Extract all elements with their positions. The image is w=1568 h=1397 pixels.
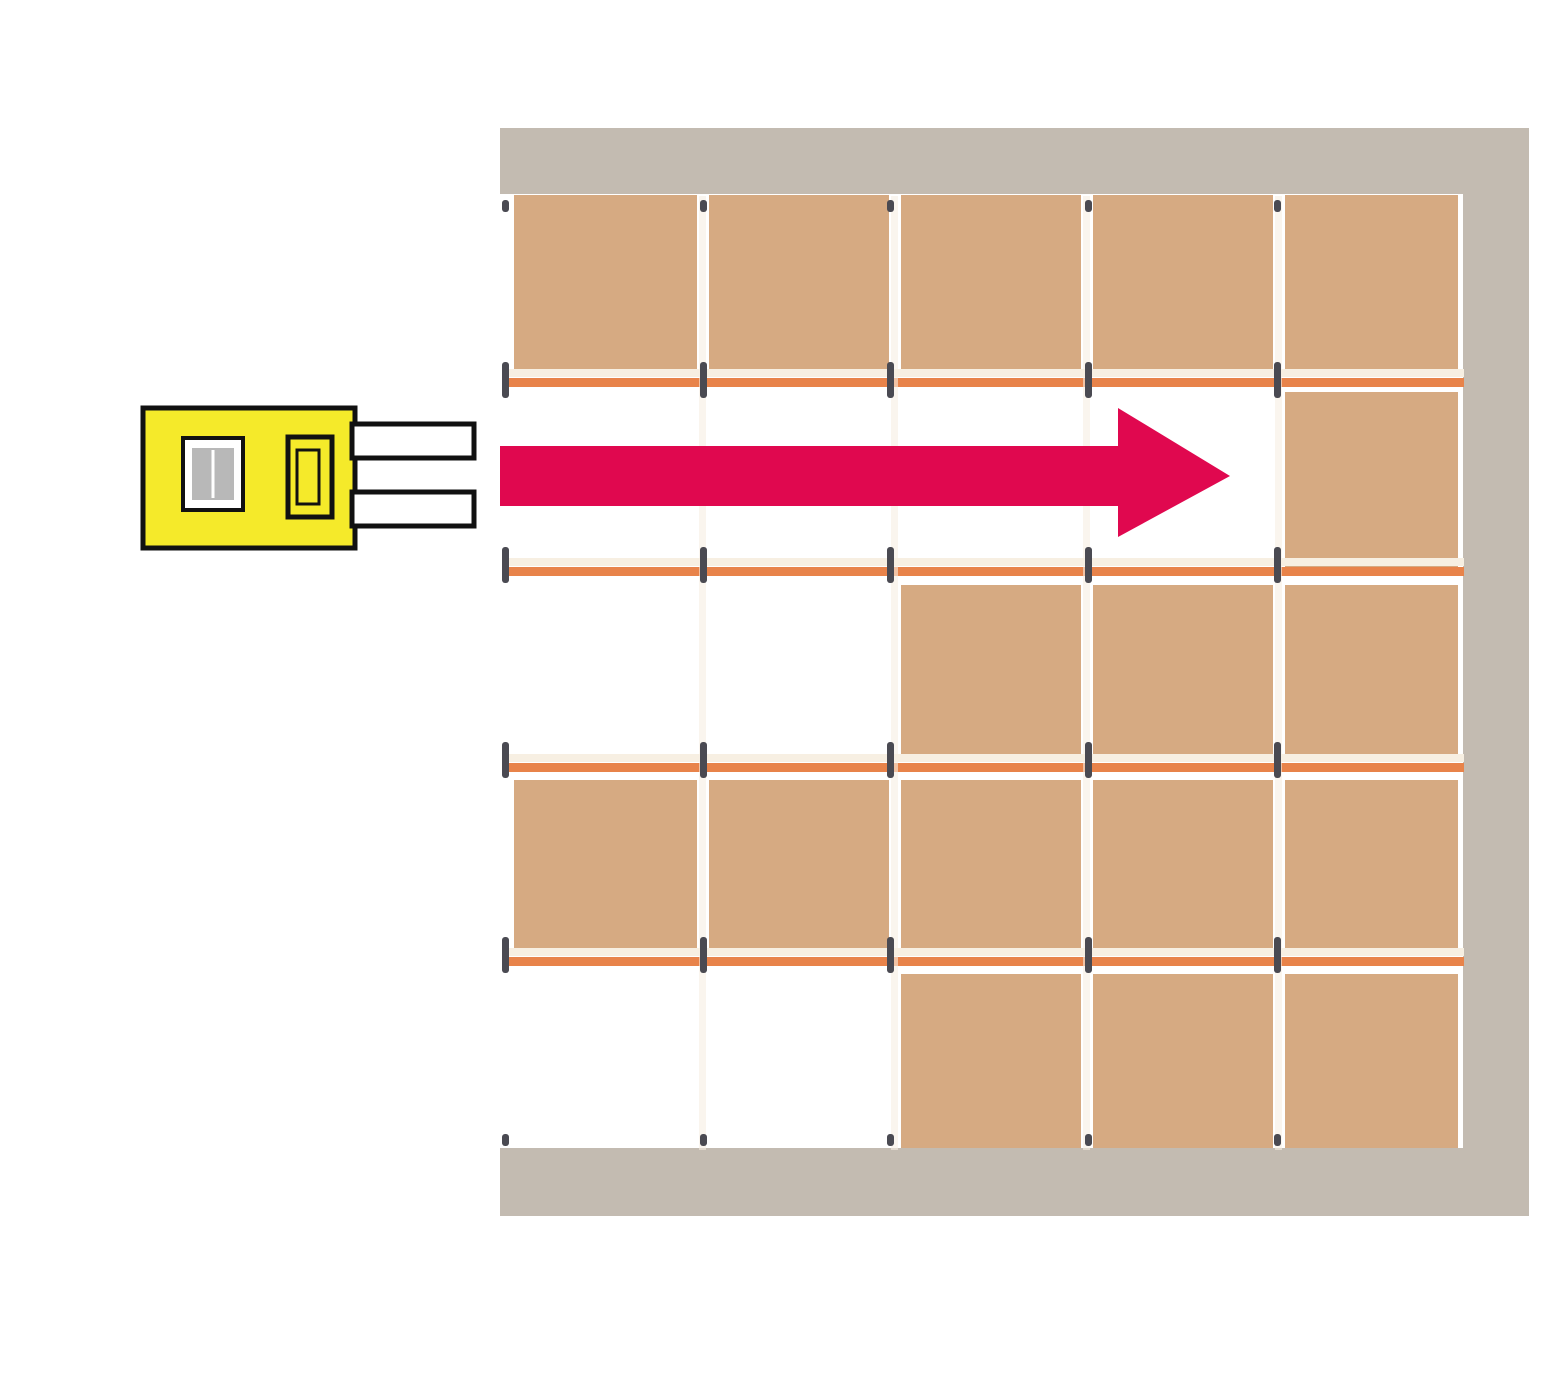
storage-boxes bbox=[514, 195, 1458, 1148]
storage-box-r5-c3 bbox=[901, 974, 1081, 1148]
storage-box-r4-c2 bbox=[709, 780, 889, 956]
storage-box-r3-c5 bbox=[1285, 585, 1458, 762]
storage-box-r1-c2 bbox=[709, 195, 889, 374]
rack-post-clip-5-3 bbox=[1274, 547, 1281, 583]
rack-post-clip-4-4 bbox=[1085, 742, 1092, 778]
shelf-beam-3 bbox=[506, 763, 1464, 772]
column-divider-3 bbox=[1083, 196, 1090, 1150]
rack-post-clip-2-4 bbox=[700, 742, 707, 778]
rack-post-clip-4-3 bbox=[1085, 547, 1092, 583]
storage-box-r1-c5 bbox=[1285, 195, 1458, 374]
frame-bottom bbox=[500, 1148, 1529, 1216]
rack-post-clip-1-1 bbox=[502, 200, 509, 212]
rack-post-clip-3-5 bbox=[887, 937, 894, 973]
shelf-beam-4 bbox=[506, 957, 1464, 966]
frame-right bbox=[1463, 128, 1529, 1216]
storage-box-r3-c4 bbox=[1093, 585, 1273, 762]
rack-post-clip-3-2 bbox=[887, 362, 894, 398]
rack-post-clip-5-6 bbox=[1274, 1134, 1281, 1146]
rack-post-clip-5-4 bbox=[1274, 742, 1281, 778]
storage-box-r4-c3 bbox=[901, 780, 1081, 956]
shelf-beam-highlight-3 bbox=[506, 754, 1464, 762]
storage-box-r1-c3 bbox=[901, 195, 1081, 374]
rack-post-clip-4-6 bbox=[1085, 1134, 1092, 1146]
storage-box-r5-c5 bbox=[1285, 974, 1458, 1148]
forklift-fork-lower bbox=[349, 489, 477, 529]
rack-post-clip-3-6 bbox=[887, 1134, 894, 1146]
forklift-icon bbox=[140, 405, 477, 551]
storage-box-r1-c1 bbox=[514, 195, 697, 374]
storage-box-r3-c3 bbox=[901, 585, 1081, 762]
rack-post-clip-2-2 bbox=[700, 362, 707, 398]
rack-post-clip-2-6 bbox=[700, 1134, 707, 1146]
column-divider-2 bbox=[891, 196, 898, 1150]
rack-post-clip-2-5 bbox=[700, 937, 707, 973]
storage-box-r4-c5 bbox=[1285, 780, 1458, 956]
right-arrow-icon bbox=[500, 408, 1230, 537]
rack-post-clip-1-4 bbox=[502, 742, 509, 778]
forklift-mast-inner bbox=[295, 448, 321, 506]
rack-post-clip-4-5 bbox=[1085, 937, 1092, 973]
frame-top bbox=[500, 128, 1529, 194]
rack-post-clip-3-1 bbox=[887, 200, 894, 212]
direction-arrow bbox=[500, 408, 1230, 537]
shelf-beam-highlight-4 bbox=[506, 948, 1464, 956]
rack-post-clip-3-3 bbox=[887, 547, 894, 583]
storage-box-r2-c5 bbox=[1285, 392, 1458, 567]
rack-post-clip-2-1 bbox=[700, 200, 707, 212]
storage-box-r4-c1 bbox=[514, 780, 697, 956]
shelf-beam-highlight-1 bbox=[506, 369, 1464, 377]
column-divider-4 bbox=[1275, 196, 1282, 1150]
shelf-beam-highlight-2 bbox=[506, 558, 1464, 566]
rack-post-clip-4-1 bbox=[1085, 200, 1092, 212]
rack-posts bbox=[502, 200, 1281, 1146]
rack-post-clip-3-4 bbox=[887, 742, 894, 778]
rack-post-clip-2-3 bbox=[700, 547, 707, 583]
rack-post-clip-5-1 bbox=[1274, 200, 1281, 212]
rack-post-clip-1-3 bbox=[502, 547, 509, 583]
storage-box-r4-c4 bbox=[1093, 780, 1273, 956]
rack-frame bbox=[500, 128, 1529, 1216]
shelf-beam-2 bbox=[506, 567, 1464, 576]
storage-box-r1-c4 bbox=[1093, 195, 1273, 374]
storage-box-r5-c4 bbox=[1093, 974, 1273, 1148]
forklift-fork-upper bbox=[349, 421, 477, 461]
rack-post-clip-1-2 bbox=[502, 362, 509, 398]
rack-post-clip-5-2 bbox=[1274, 362, 1281, 398]
shelf-beam-1 bbox=[506, 378, 1464, 387]
rack-post-clip-5-5 bbox=[1274, 937, 1281, 973]
rack-post-clip-1-6 bbox=[502, 1134, 509, 1146]
column-divider-1 bbox=[699, 196, 706, 1150]
shelf-beams bbox=[506, 196, 1464, 1150]
rack-post-clip-1-5 bbox=[502, 937, 509, 973]
rack-post-clip-4-2 bbox=[1085, 362, 1092, 398]
